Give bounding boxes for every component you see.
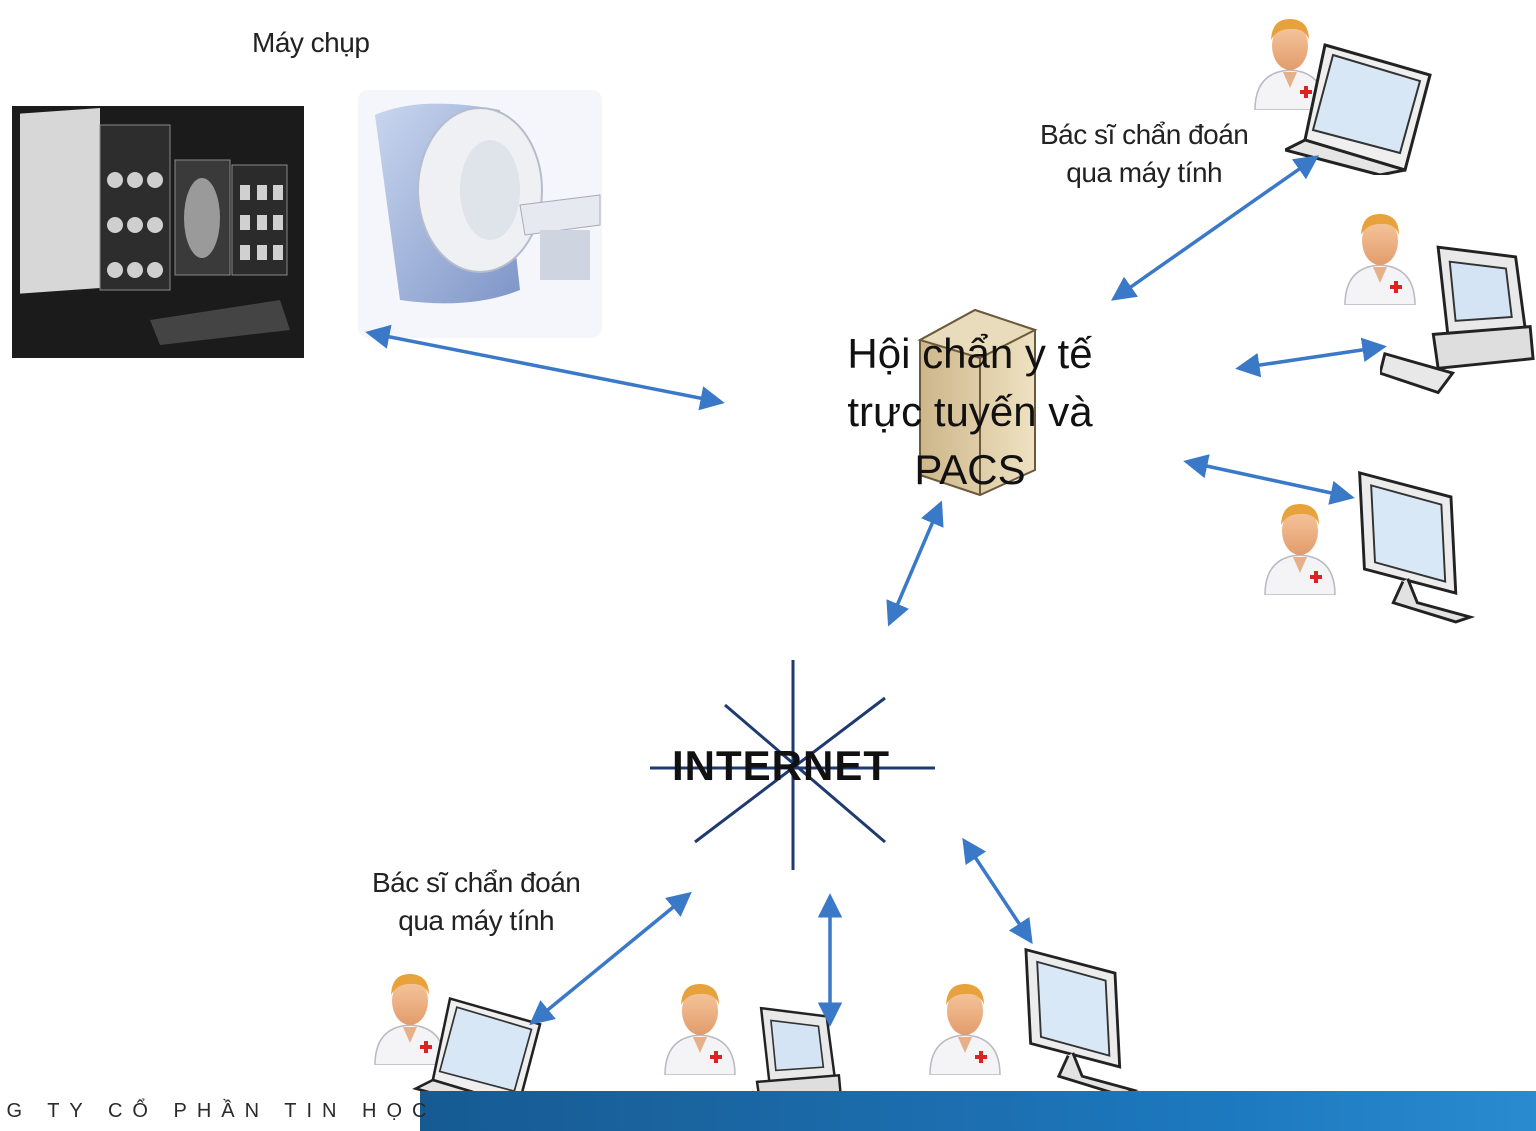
- doctor-label-bottom-line2: qua máy tính: [398, 905, 555, 936]
- internet-label: INTERNET: [672, 742, 890, 789]
- doctor-icon: [374, 973, 446, 1065]
- lcd-monitor-icon: [1024, 948, 1136, 1095]
- doctor-label-bottom-line1: Bác sĩ chẩn đoán: [372, 867, 581, 898]
- hub-label-line1: Hội chẩn y tế: [847, 330, 1093, 377]
- doctor-label-top-line1: Bác sĩ chẩn đoán: [1040, 119, 1249, 150]
- internet-star-icon: [650, 660, 935, 870]
- hub-label-line2: trực tuyến và: [847, 388, 1093, 435]
- doctor-icon: [1344, 213, 1416, 305]
- scanner-label: Máy chụp: [252, 27, 370, 58]
- monitors-xray-photo: [12, 106, 304, 358]
- lcd-monitor-icon: [1358, 471, 1472, 624]
- arrow-internet-monitor-bottom: [962, 837, 1033, 945]
- doctor-diagnosis-label-top: Bác sĩ chẩn đoán qua máy tính: [1040, 116, 1249, 192]
- doctor-monitor-bottom: [929, 948, 1136, 1095]
- arrow-hub-laptop-top: [1110, 155, 1320, 301]
- footer-company-name: NG TY CỔ PHẦN TIN HỌC: [0, 1100, 437, 1122]
- doctor-laptop-top-right: [1254, 18, 1432, 175]
- hub-label: Hội chẩn y tế trực tuyến và PACS: [820, 325, 1120, 499]
- doctor-icon: [1264, 503, 1336, 595]
- ct-scanner-photo: [358, 90, 602, 338]
- footer-left-panel: [0, 1091, 420, 1131]
- arrow-hub-desktop-right: [1235, 337, 1387, 378]
- server-icon: [917, 308, 1038, 497]
- doctor-monitor-right: [1264, 471, 1472, 624]
- desktop-computer-icon: [1380, 245, 1535, 394]
- arrow-internet-laptop-bottom: [529, 891, 692, 1026]
- hub-label-line3: PACS: [914, 446, 1026, 493]
- doctor-label-top-line2: qua máy tính: [1066, 157, 1223, 188]
- arrow-scanner-hub: [365, 324, 725, 411]
- doctor-desktop-right: [1344, 213, 1535, 394]
- doctor-diagnosis-label-bottom: Bác sĩ chẩn đoán qua máy tính: [372, 864, 581, 940]
- doctor-laptop-bottom: [374, 973, 542, 1110]
- arrow-hub-monitor-right: [1183, 454, 1355, 505]
- doctor-icon: [929, 983, 1001, 1075]
- doctor-icon: [664, 983, 736, 1075]
- arrow-hub-internet: [886, 500, 944, 627]
